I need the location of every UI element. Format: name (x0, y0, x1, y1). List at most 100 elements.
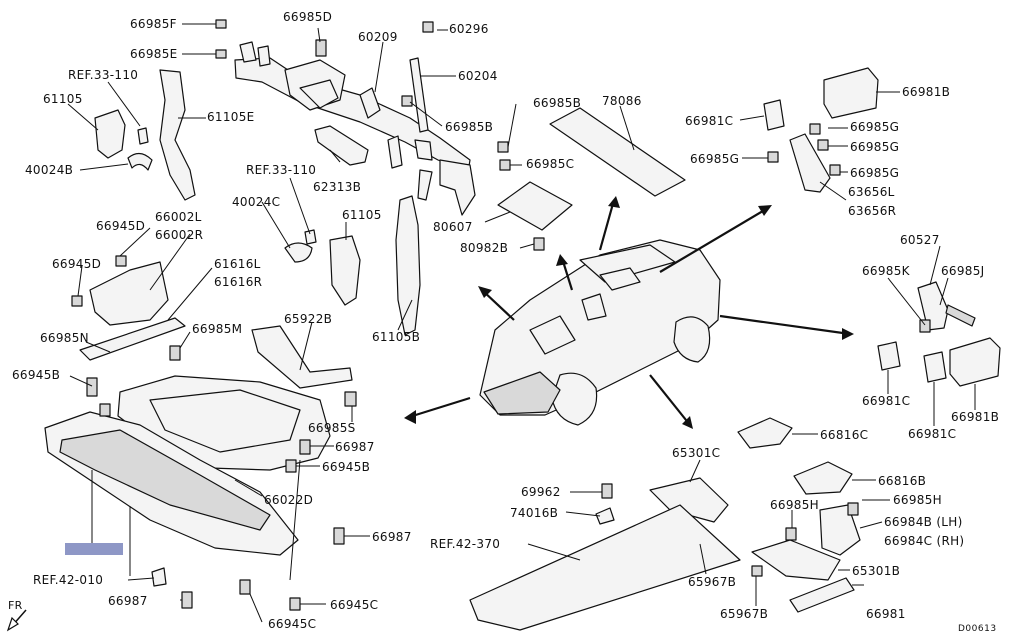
label-65967B-a[interactable]: 65967B (688, 575, 737, 589)
label-65301B[interactable]: 65301B (852, 564, 901, 578)
label-40024B[interactable]: 40024B (25, 163, 74, 177)
label-66987-a[interactable]: 66987 (335, 440, 375, 454)
label-65922B[interactable]: 65922B (284, 312, 333, 326)
label-66981C-c[interactable]: 66981C (908, 427, 957, 441)
clip-66945C-b (289, 597, 301, 611)
label-66987-b[interactable]: 66987 (372, 530, 412, 544)
pad-66981B-b (949, 337, 1001, 387)
label-78086[interactable]: 78086 (602, 94, 642, 108)
label-66985E[interactable]: 66985E (130, 47, 178, 61)
label-66985M[interactable]: 66985M (192, 322, 243, 336)
front-direction-arrow (6, 609, 27, 632)
floor-ref42-370 (469, 504, 741, 631)
label-63656L[interactable]: 63656L (848, 185, 895, 199)
label-66816B[interactable]: 66816B (878, 474, 927, 488)
label-66985B-a[interactable]: 66985B (533, 96, 582, 110)
label-61105-b[interactable]: 61105 (342, 208, 382, 222)
bolt-66987-a (299, 439, 311, 455)
label-60209[interactable]: 60209 (358, 30, 398, 44)
label-61105B[interactable]: 61105B (372, 330, 421, 344)
label-66985G-a[interactable]: 66985G (850, 120, 900, 134)
vehicle-illustration (479, 239, 721, 426)
label-ref-33-110-b[interactable]: REF.33-110 (246, 163, 317, 177)
label-66985G-c[interactable]: 66985G (690, 152, 740, 166)
trim-61105-left (94, 109, 126, 159)
clip-ref33-b (304, 229, 317, 245)
label-80607[interactable]: 80607 (433, 220, 473, 234)
label-66987-c[interactable]: 66987 (108, 594, 148, 608)
clip-ref33 (137, 127, 149, 145)
clip-66945B-b (285, 459, 297, 473)
label-66985S[interactable]: 66985S (308, 421, 356, 435)
bolt-66985S (344, 391, 357, 407)
highlighted-part-marker (65, 543, 123, 555)
label-66985B-b[interactable]: 66985B (445, 120, 494, 134)
label-66985G-d[interactable]: 66985G (850, 166, 900, 180)
cover-62313B (314, 125, 369, 166)
label-60527[interactable]: 60527 (900, 233, 940, 247)
leader-lines (67, 23, 976, 623)
bolt-66985B-b (497, 141, 509, 153)
bolt-66945B (86, 377, 98, 397)
bracket-60204 (409, 57, 429, 133)
label-69962[interactable]: 69962 (521, 485, 561, 499)
label-61616R[interactable]: 61616R (214, 275, 263, 289)
label-66945D-a[interactable]: 66945D (96, 219, 146, 233)
label-74016B[interactable]: 74016B (510, 506, 559, 520)
label-61105E[interactable]: 61105E (207, 110, 255, 124)
label-66985J[interactable]: 66985J (941, 264, 985, 278)
clip-65967B-b (751, 565, 763, 577)
label-66985G-b[interactable]: 66985G (850, 140, 900, 154)
bracket-66984 (819, 504, 861, 556)
label-ref-33-110-a[interactable]: REF.33-110 (68, 68, 139, 82)
diagram-code: D00613 (958, 624, 997, 634)
label-66985H-b[interactable]: 66985H (893, 493, 942, 507)
label-60204[interactable]: 60204 (458, 69, 498, 83)
bolt-66985K (919, 319, 931, 333)
label-66985F[interactable]: 66985F (130, 17, 177, 31)
label-66981B-a[interactable]: 66981B (902, 85, 951, 99)
label-62313B[interactable]: 62313B (313, 180, 362, 194)
label-66816C[interactable]: 66816C (820, 428, 869, 442)
label-80982B[interactable]: 80982B (460, 241, 509, 255)
label-61105-a[interactable]: 61105 (43, 92, 83, 106)
label-66002R[interactable]: 66002R (155, 228, 204, 242)
label-66981C-a[interactable]: 66981C (685, 114, 734, 128)
label-66981[interactable]: 66981 (866, 607, 906, 621)
label-66985K[interactable]: 66985K (862, 264, 910, 278)
bolt-80982B (533, 237, 545, 251)
label-66945D-b[interactable]: 66945D (52, 257, 102, 271)
label-ref-42-010[interactable]: REF.42-010 (33, 573, 104, 587)
label-66945B-b[interactable]: 66945B (322, 460, 371, 474)
bolt-66985M (169, 345, 181, 361)
bolt-66985D (315, 39, 327, 57)
label-66022D[interactable]: 66022D (264, 493, 314, 507)
trim-61105B (395, 195, 421, 336)
label-66002L[interactable]: 66002L (155, 210, 202, 224)
label-66985D[interactable]: 66985D (283, 10, 333, 24)
pad-66981C-c (923, 351, 947, 383)
label-66985C[interactable]: 66985C (526, 157, 575, 171)
cover-65301B (751, 539, 841, 581)
label-61616L[interactable]: 61616L (214, 257, 261, 271)
bolt-66985G-c (817, 139, 829, 151)
label-66945C-a[interactable]: 66945C (330, 598, 379, 612)
label-60296[interactable]: 60296 (449, 22, 489, 36)
clip-74016B (595, 507, 615, 525)
label-66945B-a[interactable]: 66945B (12, 368, 61, 382)
label-66981B-b[interactable]: 66981B (951, 410, 1000, 424)
label-63656R[interactable]: 63656R (848, 204, 897, 218)
clip-66945D-a (115, 255, 127, 267)
label-66981C-b[interactable]: 66981C (862, 394, 911, 408)
label-66985N[interactable]: 66985N (40, 331, 89, 345)
label-40024C[interactable]: 40024C (232, 195, 281, 209)
label-65967B-b[interactable]: 65967B (720, 607, 769, 621)
label-65301C[interactable]: 65301C (672, 446, 721, 460)
label-fr: FR (8, 599, 23, 612)
label-ref-42-370[interactable]: REF.42-370 (430, 537, 501, 551)
bolt-66985G-a (809, 123, 821, 135)
label-66984B-lh[interactable]: 66984B (LH) (884, 515, 963, 529)
label-66985H-a[interactable]: 66985H (770, 498, 819, 512)
label-66945C-b[interactable]: 66945C (268, 617, 317, 631)
label-66984C-rh[interactable]: 66984C (RH) (884, 534, 965, 548)
